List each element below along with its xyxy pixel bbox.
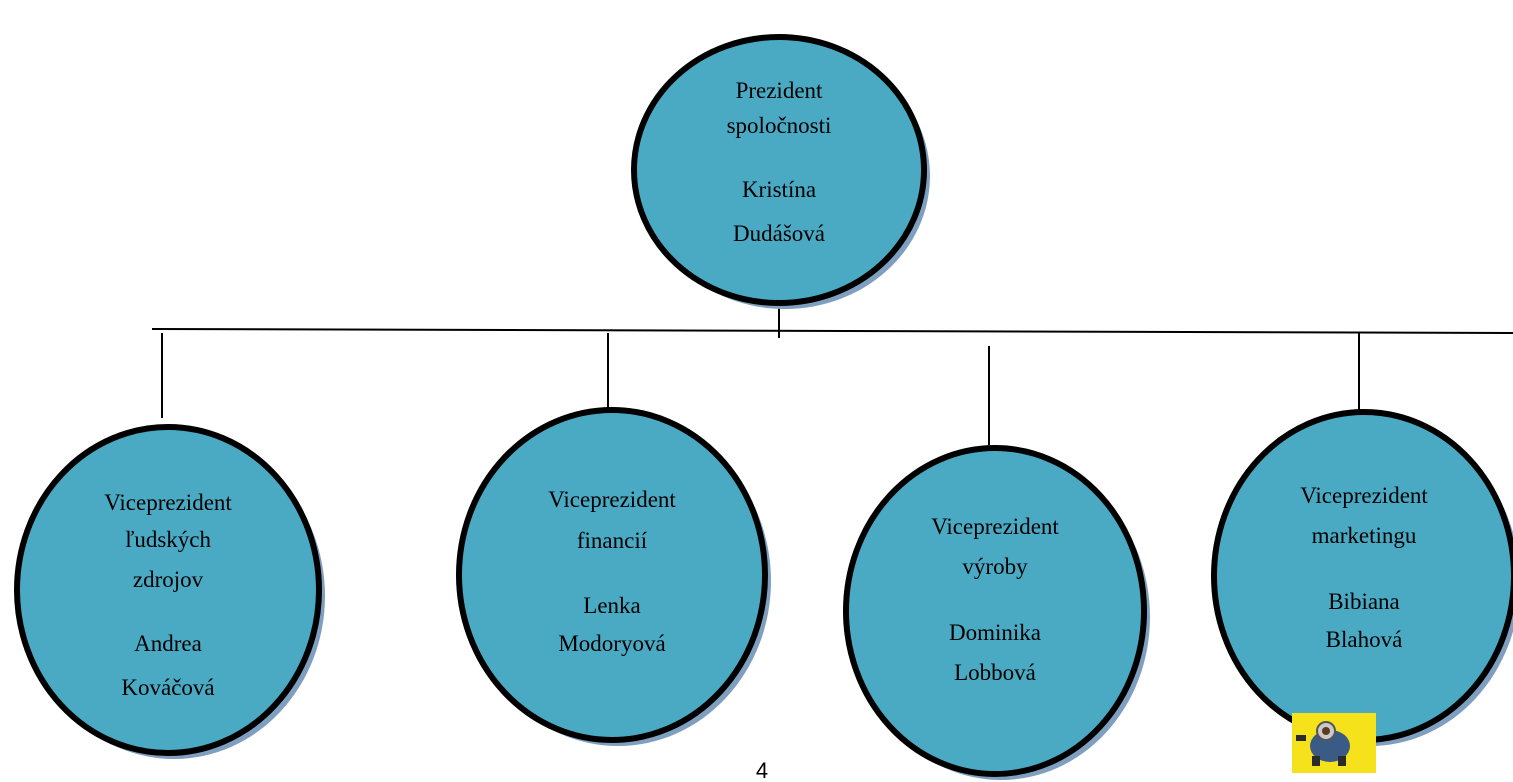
node-name-line: Lenka xyxy=(583,593,640,618)
node-title-line: financií xyxy=(577,528,648,553)
node-vp-production: Viceprezident výroby Dominika Lobbová xyxy=(843,445,1150,780)
node-name-line: Blahová xyxy=(1326,627,1403,652)
node-title-line: zdrojov xyxy=(133,567,204,592)
node-president: Prezident spoločnosti Kristína Dudášová xyxy=(631,34,930,309)
node-name-line: Bibiana xyxy=(1328,589,1400,614)
connector-bus-line xyxy=(151,328,1513,334)
node-title-line: Viceprezident xyxy=(548,487,676,512)
node-name-line: Dudášová xyxy=(733,221,825,246)
node-title-line: Viceprezident xyxy=(104,490,232,515)
node-name-line: Andrea xyxy=(134,631,202,656)
node-name-line: Kristína xyxy=(742,177,816,202)
node-circle xyxy=(631,34,927,306)
node-title-line: Prezident xyxy=(736,78,823,103)
node-title-line: marketingu xyxy=(1312,523,1417,548)
node-circle xyxy=(1211,409,1513,743)
node-circle xyxy=(456,407,768,743)
node-name-line: Lobbová xyxy=(954,660,1036,685)
page-number: 4 xyxy=(756,758,768,782)
node-circle xyxy=(14,424,322,756)
node-vp-hr: Viceprezident ľudských zdrojov Andrea Ko… xyxy=(14,424,325,759)
node-vp-finance: Viceprezident financií Lenka Modoryová xyxy=(456,407,771,746)
connectors xyxy=(151,307,1513,445)
node-title-line: výroby xyxy=(962,554,1028,579)
node-title-line: Viceprezident xyxy=(931,514,1059,539)
minion-sticker-icon xyxy=(1292,713,1376,773)
node-name-line: Modoryová xyxy=(558,631,665,656)
node-title-line: spoločnosti xyxy=(727,113,832,138)
node-vp-marketing: Viceprezident marketingu Bibiana Blahová xyxy=(1211,409,1513,746)
node-name-line: Dominika xyxy=(949,620,1041,645)
node-title-line: Viceprezident xyxy=(1300,483,1428,508)
node-name-line: Kováčová xyxy=(121,675,214,700)
node-circle xyxy=(843,445,1147,777)
node-title-line: ľudských xyxy=(125,527,212,552)
